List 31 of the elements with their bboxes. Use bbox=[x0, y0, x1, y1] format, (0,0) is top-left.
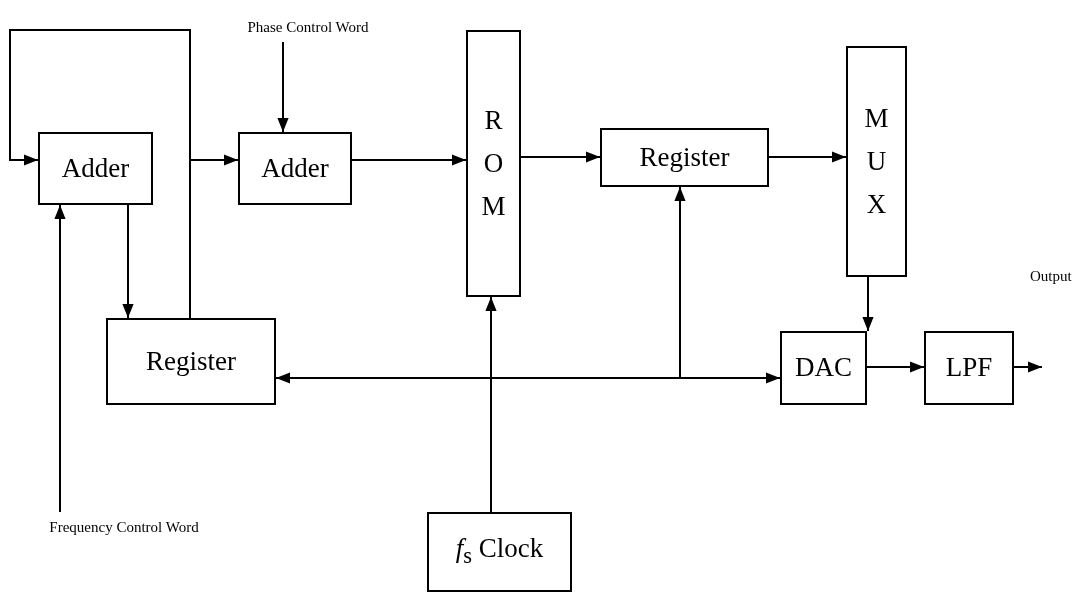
arrow bbox=[768, 151, 847, 163]
process-box bbox=[600, 128, 769, 187]
process-box bbox=[238, 132, 352, 205]
process-box bbox=[780, 331, 867, 405]
block-label: Adder bbox=[261, 153, 329, 184]
input-label: Frequency Control Word bbox=[49, 518, 199, 536]
arrow bbox=[1013, 361, 1043, 373]
block-label: f$_{s}$ Clock bbox=[455, 534, 544, 570]
block-label: Adder bbox=[61, 153, 130, 184]
input-label: Phase Control Word bbox=[247, 18, 369, 36]
vertical-block bbox=[466, 30, 521, 297]
process-box bbox=[38, 132, 153, 205]
block-label: Register bbox=[146, 346, 236, 377]
arrow bbox=[866, 361, 925, 373]
arrow bbox=[520, 151, 601, 163]
block-label: LPF bbox=[945, 353, 993, 383]
block-label: MUX bbox=[863, 101, 890, 222]
process-box bbox=[924, 331, 1014, 405]
process-box bbox=[427, 512, 572, 592]
block-label: Register bbox=[639, 142, 730, 173]
arrow bbox=[54, 204, 66, 513]
block-label: ROM bbox=[480, 103, 507, 224]
arrow bbox=[351, 154, 467, 166]
output-label: Output bbox=[1030, 268, 1072, 285]
arrow bbox=[122, 204, 134, 319]
arrow bbox=[189, 154, 239, 319]
arrow bbox=[862, 276, 874, 332]
process-box bbox=[106, 318, 276, 405]
arrow bbox=[277, 41, 289, 133]
vertical-block bbox=[846, 46, 907, 277]
block-label: DAC bbox=[795, 353, 852, 383]
